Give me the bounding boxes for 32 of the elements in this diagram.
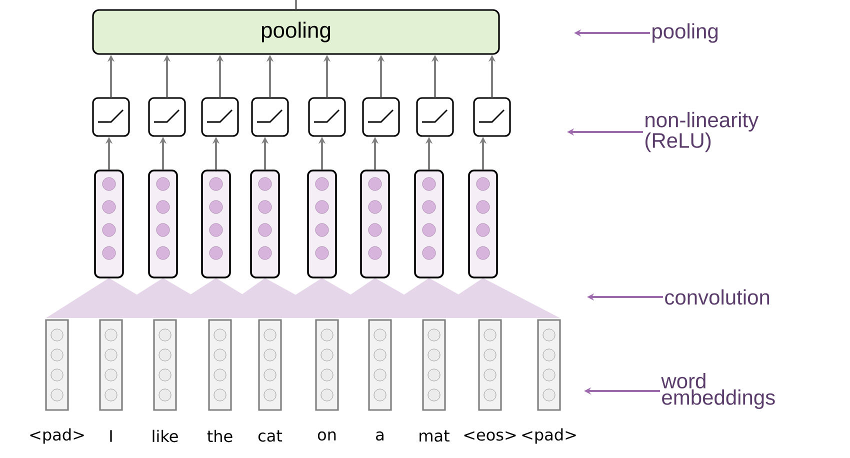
relu-box	[416, 97, 454, 137]
convolution-vector	[250, 170, 280, 278]
relu-box	[362, 97, 400, 137]
word-label: mat	[420, 430, 450, 442]
annotation-text: convolution	[665, 289, 770, 305]
annotation-text: pooling	[652, 23, 718, 43]
convolution-vector	[468, 170, 498, 278]
convolution-vector	[148, 170, 178, 278]
word-label: I	[110, 430, 112, 442]
relu-box	[308, 97, 346, 137]
word-label: <eos>	[464, 431, 516, 441]
word-label: <pad>	[30, 428, 84, 444]
convolution-vector	[201, 170, 231, 278]
relu-box	[201, 97, 239, 137]
convolution-vector	[360, 170, 390, 278]
pooling-box: pooling	[92, 9, 500, 55]
convolution-vector	[94, 170, 124, 278]
word-label: on	[318, 431, 336, 441]
convolution-vector	[307, 170, 337, 278]
relu-box	[92, 97, 130, 137]
relu-box	[251, 97, 289, 137]
convolution-vector	[414, 170, 444, 278]
relu-box	[473, 97, 511, 137]
annotation-text: non-linearity (ReLU)	[646, 112, 759, 152]
word-label: like	[152, 430, 178, 442]
word-label: the	[207, 430, 232, 442]
word-label: cat	[258, 430, 282, 442]
annotation-text: word embeddings	[661, 373, 775, 409]
connector-line	[295, 0, 297, 10]
word-label: a	[376, 431, 384, 441]
word-label: <pad>	[522, 428, 576, 444]
relu-box	[148, 97, 186, 137]
